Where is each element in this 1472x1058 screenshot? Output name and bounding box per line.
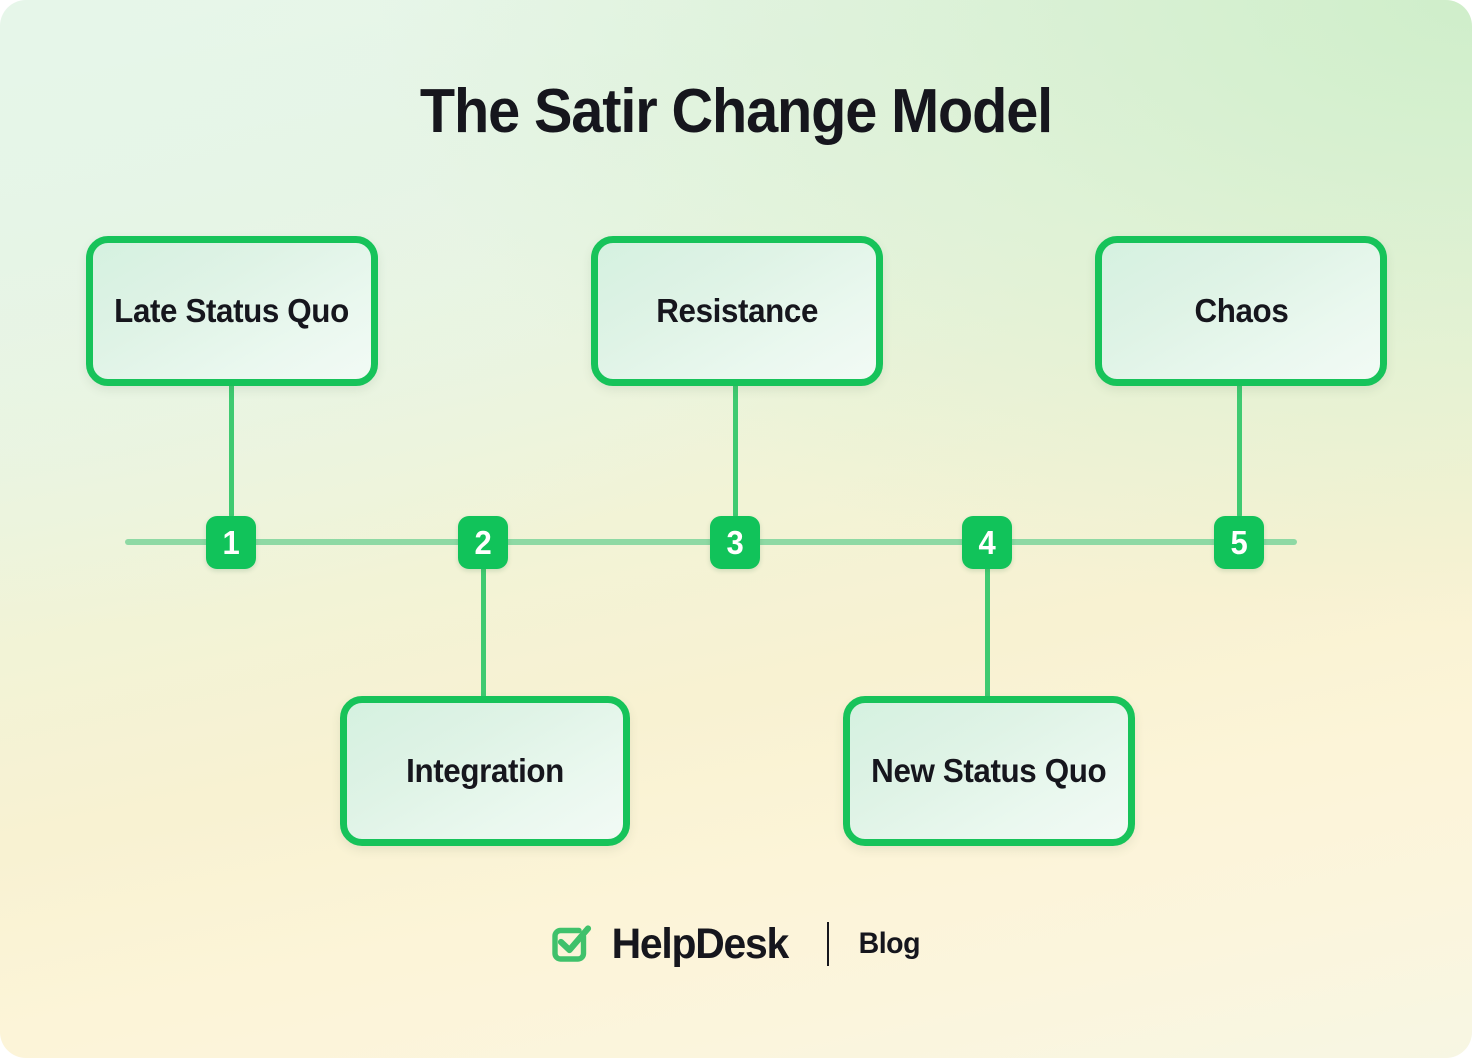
- stage-box-late-status-quo[interactable]: Late Status Quo: [86, 236, 378, 386]
- stage-box-chaos[interactable]: Chaos: [1095, 236, 1387, 386]
- connector-stem-2: [481, 564, 486, 698]
- marker-number: 1: [222, 524, 240, 561]
- connector-stem-4: [985, 564, 990, 698]
- marker-number: 4: [978, 524, 996, 561]
- marker-number: 2: [474, 524, 492, 561]
- marker-number: 3: [726, 524, 744, 561]
- stage-label: Resistance: [656, 291, 818, 329]
- marker-number: 5: [1230, 524, 1248, 561]
- footer-divider: [826, 922, 829, 966]
- timeline-marker-3[interactable]: 3: [710, 516, 760, 569]
- connector-stem-3: [733, 383, 738, 517]
- brand-name: HelpDesk: [612, 919, 790, 968]
- stage-box-new-status-quo[interactable]: New Status Quo: [843, 696, 1135, 846]
- checkmark-box-icon: [552, 925, 592, 962]
- page-title: The Satir Change Model: [419, 77, 1053, 146]
- stage-label: Late Status Quo: [114, 291, 350, 329]
- stage-label: Chaos: [1194, 291, 1288, 329]
- stage-label: New Status Quo: [871, 751, 1107, 789]
- stage-box-resistance[interactable]: Resistance: [591, 236, 883, 386]
- stage-label: Integration: [406, 751, 564, 789]
- stage-box-integration[interactable]: Integration: [340, 696, 630, 846]
- connector-stem-1: [229, 383, 234, 517]
- connector-stem-5: [1237, 383, 1242, 517]
- timeline-marker-4[interactable]: 4: [962, 516, 1012, 569]
- footer-section-label: Blog: [858, 927, 921, 960]
- timeline-marker-2[interactable]: 2: [458, 516, 508, 569]
- footer-brand: HelpDesk Blog: [0, 922, 1472, 966]
- timeline-marker-5[interactable]: 5: [1214, 516, 1264, 569]
- timeline-marker-1[interactable]: 1: [206, 516, 256, 569]
